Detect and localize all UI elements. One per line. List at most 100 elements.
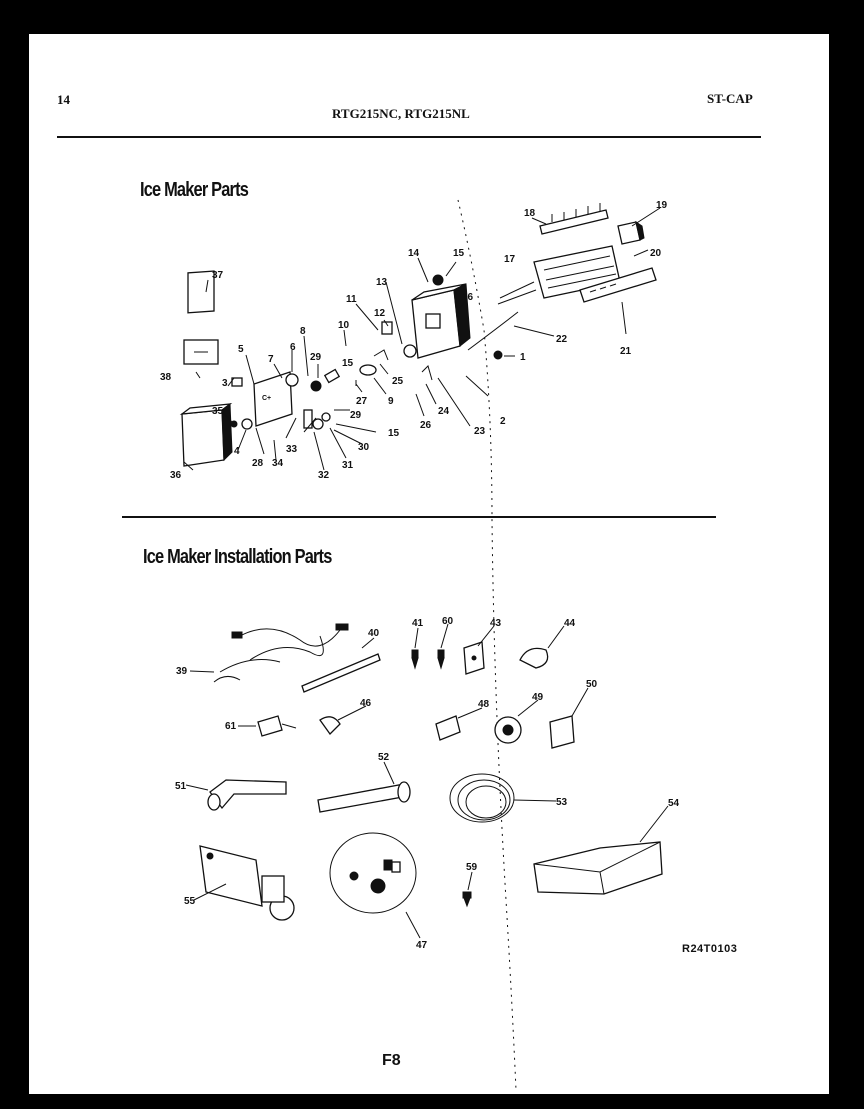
callout: 20: [650, 248, 662, 259]
callout: 37: [212, 270, 224, 281]
callout: 16: [462, 292, 474, 303]
callout: 21: [620, 346, 632, 357]
callout: 24: [438, 406, 450, 417]
leader-lines-installation: [185, 623, 669, 939]
part-51-fill-cup: [207, 779, 287, 811]
callout: 43: [490, 618, 502, 629]
callout: 50: [586, 679, 598, 690]
part-36-front-cover: [179, 403, 233, 467]
callout: 30: [358, 442, 370, 453]
parts-61-46-clips: [257, 715, 341, 737]
callout: 36: [170, 470, 182, 481]
callout: 5: [238, 344, 244, 355]
callout: 61: [225, 721, 237, 732]
callout: 44: [564, 618, 576, 629]
callout: 28: [252, 458, 264, 469]
leader-lines-parts: [183, 207, 661, 471]
callout: 4: [234, 446, 240, 457]
page-number: 14: [57, 92, 70, 107]
model-numbers: RTG215NC, RTG215NL: [332, 106, 470, 121]
callout: 6: [290, 342, 296, 353]
callout: 32: [318, 470, 330, 481]
callout: 3: [222, 378, 228, 389]
callout: 1: [520, 352, 526, 363]
callout: 23: [474, 426, 486, 437]
part-40-tube: [301, 653, 381, 693]
part-43-bracket: [463, 641, 485, 675]
drawing-code: R24T0103: [682, 943, 738, 955]
svg-text:C+: C+: [262, 395, 271, 402]
callout: 7: [268, 354, 274, 365]
callout: 52: [378, 752, 390, 763]
callout: 18: [524, 208, 536, 219]
callout: 13: [376, 277, 388, 288]
callout: 17: [504, 254, 516, 265]
callout: 14: [408, 248, 420, 259]
callout: 27: [356, 396, 368, 407]
callout: 15: [342, 358, 354, 369]
part-50-spacer: [549, 715, 575, 749]
part-48-connector: [435, 715, 461, 741]
part-53-water-line-coil: [449, 773, 515, 823]
callout: 53: [556, 797, 568, 808]
callout: 25: [392, 376, 404, 387]
callout: 29: [310, 352, 322, 363]
part-22-wire-harness: [467, 311, 519, 351]
part-52-fill-tube: [317, 781, 411, 813]
part-16-control-housing: [411, 283, 471, 359]
section-title-ice-maker-parts: Ice Maker Parts: [140, 179, 249, 201]
callout: 2: [500, 416, 506, 427]
callout: 31: [342, 460, 354, 471]
section-title-installation-parts: Ice Maker Installation Parts: [143, 546, 332, 568]
callout: 10: [338, 320, 350, 331]
callout: 40: [368, 628, 380, 639]
part-54-ice-bin: [533, 841, 663, 895]
part-55-water-valve: [199, 845, 295, 921]
part-5-mounting-plate: C+: [253, 371, 293, 427]
callout: 49: [532, 692, 544, 703]
callout: 35: [212, 406, 224, 417]
callout: 51: [175, 781, 187, 792]
figure-label: F8: [382, 1052, 401, 1069]
callout: 47: [416, 940, 428, 951]
callout: 60: [442, 616, 454, 627]
small-ice-maker-components: [230, 274, 503, 430]
catalog-code: ST-CAP: [707, 91, 753, 106]
callout: 26: [420, 420, 432, 431]
callouts-ice-maker-parts: 1 2 3 4 5 6 7 8 9 10 11 12 13 14 15 15 1…: [160, 200, 668, 481]
part-44-clamp: [519, 647, 549, 669]
part-37-label-plate: [187, 270, 215, 314]
callout: 15: [388, 428, 400, 439]
callout: 39: [176, 666, 188, 677]
callout: 33: [286, 444, 298, 455]
part-38-cover-plate: [183, 339, 219, 365]
callouts-installation-parts: 39 40 41 60 43 44 61 46 48 49 50 51 52 5…: [175, 616, 680, 951]
callout: 48: [478, 699, 490, 710]
callout: 8: [300, 326, 306, 337]
callout: 54: [668, 798, 680, 809]
section-divider: [122, 516, 716, 518]
part-21-heater-cover: [579, 267, 657, 303]
callout: 9: [388, 396, 394, 407]
part-39-wire-harness: [213, 623, 349, 683]
callout: 41: [412, 618, 424, 629]
part-47-parts-kit: [329, 832, 417, 914]
callout: 15: [453, 248, 465, 259]
callout: 11: [346, 294, 357, 305]
callout: 46: [360, 698, 372, 709]
callout: 55: [184, 896, 196, 907]
fold-line: [457, 199, 517, 1091]
header-rule: [57, 136, 761, 138]
part-18-ejector-blades: [539, 203, 609, 235]
callout: 22: [556, 334, 568, 345]
part-19-bracket: [617, 220, 645, 245]
parts-sheet: [29, 34, 829, 1094]
parts-41-60-screws: [411, 649, 472, 908]
callout: 59: [466, 862, 478, 873]
callout: 29: [350, 410, 362, 421]
callout: 12: [374, 308, 386, 319]
callout: 38: [160, 372, 172, 383]
callout: 19: [656, 200, 668, 211]
